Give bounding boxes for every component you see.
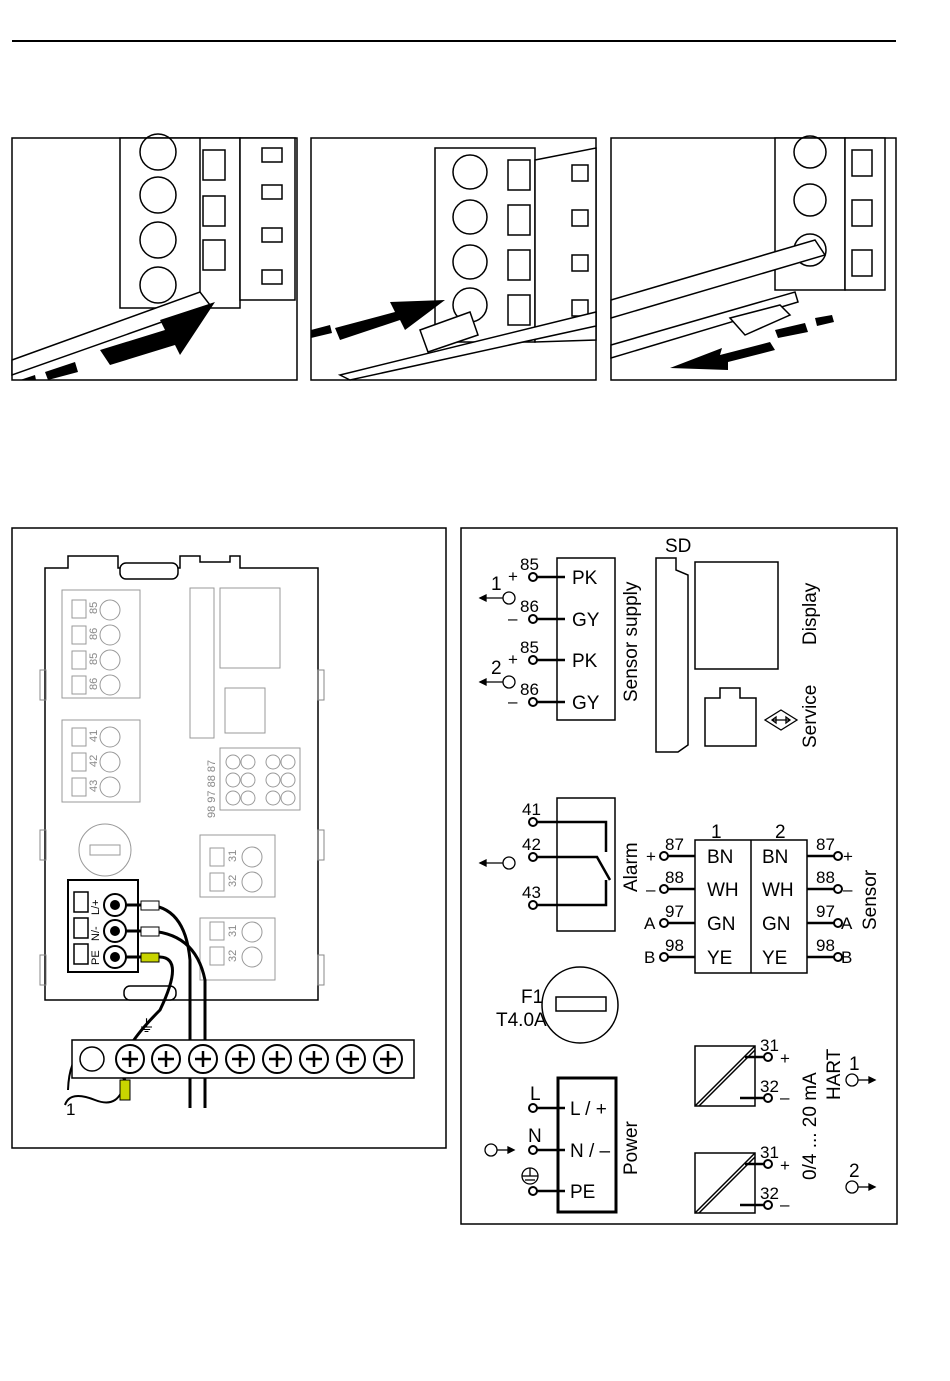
schematic-labels: SD Display Service Sensor supply 85 86 8… (491, 536, 881, 1214)
sensor1-term-1: 87 (665, 835, 684, 854)
power-label-l: L / + (570, 1099, 607, 1120)
power-block-pe: PE (90, 950, 102, 965)
illustration-insert-screwdriver (12, 134, 297, 380)
block2-t2: 42 (88, 755, 100, 767)
supply-sign-1: + (508, 567, 518, 586)
sensor1-term-2: 88 (665, 868, 684, 887)
alarm-term-43: 43 (522, 883, 541, 902)
power-label-pe: PE (570, 1182, 595, 1203)
sensor2-term-3: 97 (816, 902, 835, 921)
svg-text:⏚: ⏚ (138, 1017, 155, 1036)
output-1-label: 1 (849, 1054, 860, 1075)
block1-t2: 86 (88, 628, 100, 640)
illustration-remove-screwdriver (611, 136, 896, 380)
sensor2-term-4: 98 (816, 936, 835, 955)
sensor-col-2: 2 (775, 822, 786, 843)
sensor2-sign-2: – (843, 880, 853, 899)
current-range-label: 0/4 ... 20 mA (800, 1072, 821, 1180)
supply-term-3: 85 (520, 638, 539, 657)
board-drawing: ⏚ (12, 528, 446, 1148)
power-term-n: N (528, 1126, 542, 1147)
sensor2-sign-1: + (843, 847, 853, 866)
sensor1-sign-4: B (644, 948, 655, 967)
sensor1-wire-3: GN (707, 914, 736, 935)
supply-output-1: 1 (491, 574, 502, 595)
out1-term-32: 32 (760, 1077, 779, 1096)
supply-term-1: 85 (520, 555, 539, 574)
supply-wire-2: GY (572, 610, 600, 631)
block5-t2: 32 (227, 950, 239, 962)
power-term-l: L (530, 1084, 541, 1105)
supply-term-4: 86 (520, 680, 539, 699)
block1-t1: 85 (88, 602, 100, 614)
sensor1-term-3: 97 (665, 902, 684, 921)
sensor-label: Sensor (860, 869, 881, 930)
out2-plus: + (780, 1156, 790, 1175)
fuse-rating: T4.0A (496, 1010, 547, 1031)
alarm-term-42: 42 (522, 835, 541, 854)
display-label: Display (800, 582, 821, 645)
supply-sign-4: – (508, 692, 518, 711)
supply-wire-4: GY (572, 693, 600, 714)
output-2-label: 2 (849, 1161, 860, 1182)
out2-term-32: 32 (760, 1184, 779, 1203)
sensor-supply-label: Sensor supply (621, 581, 642, 702)
sensor2-sign-3: A (841, 914, 853, 933)
power-label-n: N / – (570, 1141, 611, 1162)
sd-label: SD (665, 536, 691, 557)
alarm-term-41: 41 (522, 800, 541, 819)
block1-t3: 85 (88, 653, 100, 665)
block3-terms: 98 97 88 87 (206, 760, 218, 818)
alarm-label: Alarm (621, 842, 642, 892)
out2-minus: – (780, 1195, 790, 1214)
block2-t1: 41 (88, 730, 100, 742)
block4-t2: 32 (227, 875, 239, 887)
sensor1-sign-3: A (644, 914, 656, 933)
sensor2-sign-4: B (841, 948, 852, 967)
out1-minus: – (780, 1088, 790, 1107)
sensor1-wire-2: WH (707, 880, 739, 901)
sensor2-term-2: 88 (816, 868, 835, 887)
block2-t3: 43 (88, 780, 100, 792)
supply-sign-2: – (508, 609, 518, 628)
power-block-n: N/- (90, 926, 102, 941)
out1-plus: + (780, 1049, 790, 1068)
supply-wire-3: PK (572, 651, 598, 672)
block1-t4: 86 (88, 678, 100, 690)
hart-label: HART (824, 1048, 845, 1100)
sensor1-sign-2: – (646, 880, 656, 899)
sensor1-wire-1: BN (707, 847, 733, 868)
sensor2-wire-3: GN (762, 914, 791, 935)
illustration-insert-wire (311, 138, 596, 380)
service-label: Service (800, 685, 821, 748)
block5-t1: 31 (227, 925, 239, 937)
power-label: Power (621, 1120, 642, 1175)
sensor2-wire-2: WH (762, 880, 794, 901)
sensor1-term-4: 98 (665, 936, 684, 955)
fuse-name: F1 (521, 987, 543, 1008)
block4-t1: 31 (227, 850, 239, 862)
sensor2-wire-4: YE (762, 948, 787, 969)
supply-wire-1: PK (572, 568, 598, 589)
out1-term-31: 31 (760, 1036, 779, 1055)
sensor1-sign-1: + (646, 847, 656, 866)
supply-output-2: 2 (491, 658, 502, 679)
ground-callout: 1 (66, 1100, 75, 1119)
out2-term-31: 31 (760, 1143, 779, 1162)
sensor-col-1: 1 (711, 822, 722, 843)
sensor2-term-1: 87 (816, 835, 835, 854)
supply-sign-3: + (508, 650, 518, 669)
supply-term-2: 86 (520, 597, 539, 616)
sensor1-wire-4: YE (707, 948, 732, 969)
power-block-l: L/+ (90, 899, 102, 915)
sensor2-wire-1: BN (762, 847, 788, 868)
